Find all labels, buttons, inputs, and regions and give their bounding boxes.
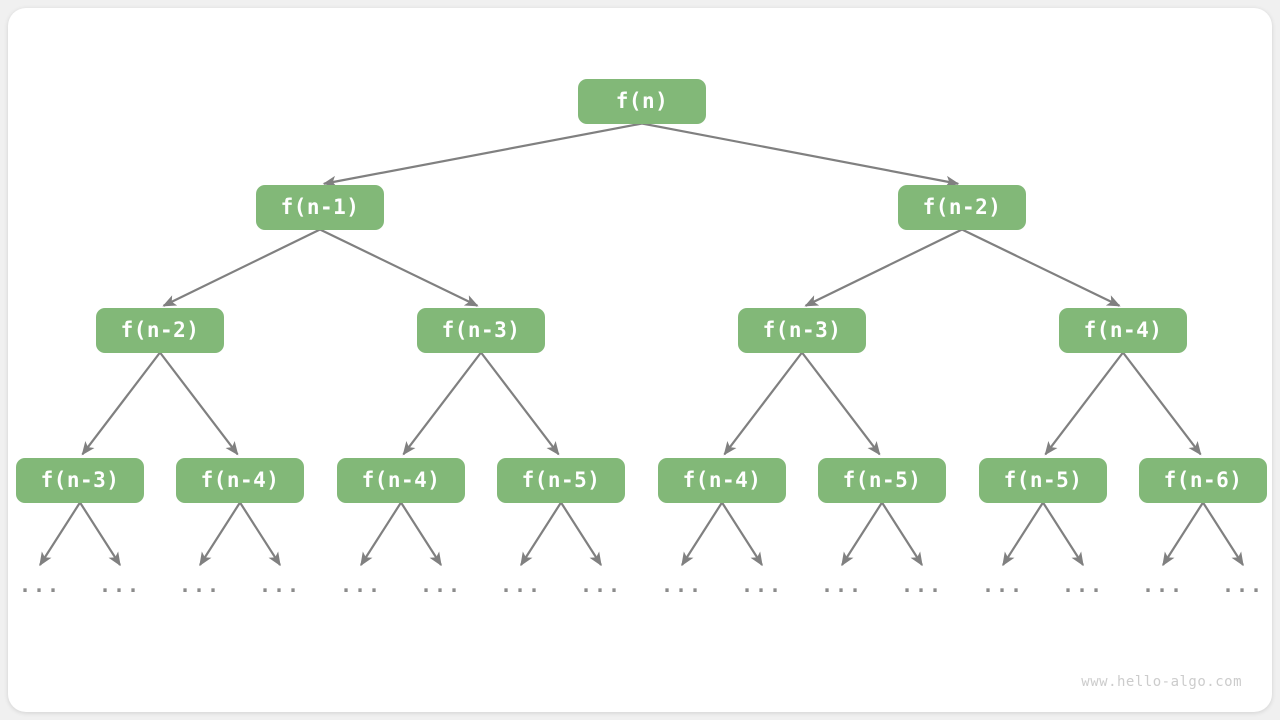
tree-node-n6: f(n-4) [1059, 307, 1187, 353]
ellipsis-9: ... [740, 573, 784, 597]
leaf-stub-10 [841, 501, 883, 567]
ellipsis-11: ... [900, 573, 944, 597]
tree-node-n11: f(n-4) [658, 457, 786, 503]
edge-n5-to-n12 [801, 351, 881, 456]
edge-n2-to-n5 [804, 228, 963, 307]
leaf-stub-13 [1042, 501, 1084, 567]
leaf-stub-11 [881, 501, 923, 567]
ellipsis-4: ... [339, 573, 383, 597]
ellipsis-2: ... [178, 573, 222, 597]
leaf-stub-15 [1202, 501, 1244, 567]
leaf-stub-1 [79, 501, 121, 567]
tree-edges [81, 122, 1202, 456]
edge-n6-to-n14 [1122, 351, 1202, 456]
tree-node-n12: f(n-5) [818, 457, 946, 503]
ellipsis-1: ... [98, 573, 142, 597]
ellipsis-5: ... [419, 573, 463, 597]
ellipsis-10: ... [820, 573, 864, 597]
ellipsis-12: ... [981, 573, 1025, 597]
leaf-stub-8 [681, 501, 723, 567]
leaf-stub-3 [239, 501, 281, 567]
ellipsis-13: ... [1061, 573, 1105, 597]
tree-node-n7: f(n-3) [16, 457, 144, 503]
leaf-stub-12 [1002, 501, 1044, 567]
leaf-stub-14 [1162, 501, 1204, 567]
edge-n1-to-n4 [319, 228, 479, 307]
edge-n4-to-n9 [402, 351, 482, 456]
leaf-stub-9 [721, 501, 763, 567]
edge-n4-to-n10 [480, 351, 560, 456]
edge-n0-to-n1 [322, 122, 643, 188]
tree-node-n13: f(n-5) [979, 457, 1107, 503]
ellipsis-8: ... [660, 573, 704, 597]
edge-n2-to-n6 [961, 228, 1121, 307]
tree-node-n10: f(n-5) [497, 457, 625, 503]
leaf-stub-2 [199, 501, 241, 567]
tree-node-n3: f(n-2) [96, 307, 224, 353]
watermark: www.hello-algo.com [1081, 674, 1242, 690]
leaf-stub-5 [400, 501, 442, 567]
edge-n0-to-n2 [641, 122, 960, 188]
ellipsis-14: ... [1141, 573, 1185, 597]
leaf-stub-edges [39, 501, 1244, 567]
tree-node-n4: f(n-3) [417, 307, 545, 353]
tree-node-n9: f(n-4) [337, 457, 465, 503]
tree-node-n5: f(n-3) [738, 307, 866, 353]
edge-layer [39, 122, 1244, 567]
leaf-stub-6 [520, 501, 562, 567]
ellipsis-3: ... [258, 573, 302, 597]
tree-node-n0: f(n) [578, 78, 706, 124]
ellipsis-15: ... [1221, 573, 1265, 597]
tree-node-n14: f(n-6) [1139, 457, 1267, 503]
ellipsis-0: ... [18, 573, 62, 597]
edge-n3-to-n7 [81, 351, 161, 456]
diagram-card: f(n) f(n-1) f(n-2) f(n-2) f(n-3) f(n-3) f(n-4)… [8, 8, 1272, 712]
edge-n3-to-n8 [159, 351, 239, 456]
ellipsis-6: ... [499, 573, 543, 597]
recursion-tree-canvas: f(n) f(n-1) f(n-2) f(n-2) f(n-3) f(n-3) f(n-4)… [8, 8, 1272, 712]
tree-node-n1: f(n-1) [256, 184, 384, 230]
ellipsis-7: ... [579, 573, 623, 597]
tree-node-n8: f(n-4) [176, 457, 304, 503]
tree-node-n2: f(n-2) [898, 184, 1026, 230]
leaf-stub-4 [360, 501, 402, 567]
edge-n6-to-n13 [1044, 351, 1124, 456]
edge-n1-to-n3 [162, 228, 321, 307]
leaf-stub-0 [39, 501, 81, 567]
edge-n5-to-n11 [723, 351, 803, 456]
leaf-stub-7 [560, 501, 602, 567]
